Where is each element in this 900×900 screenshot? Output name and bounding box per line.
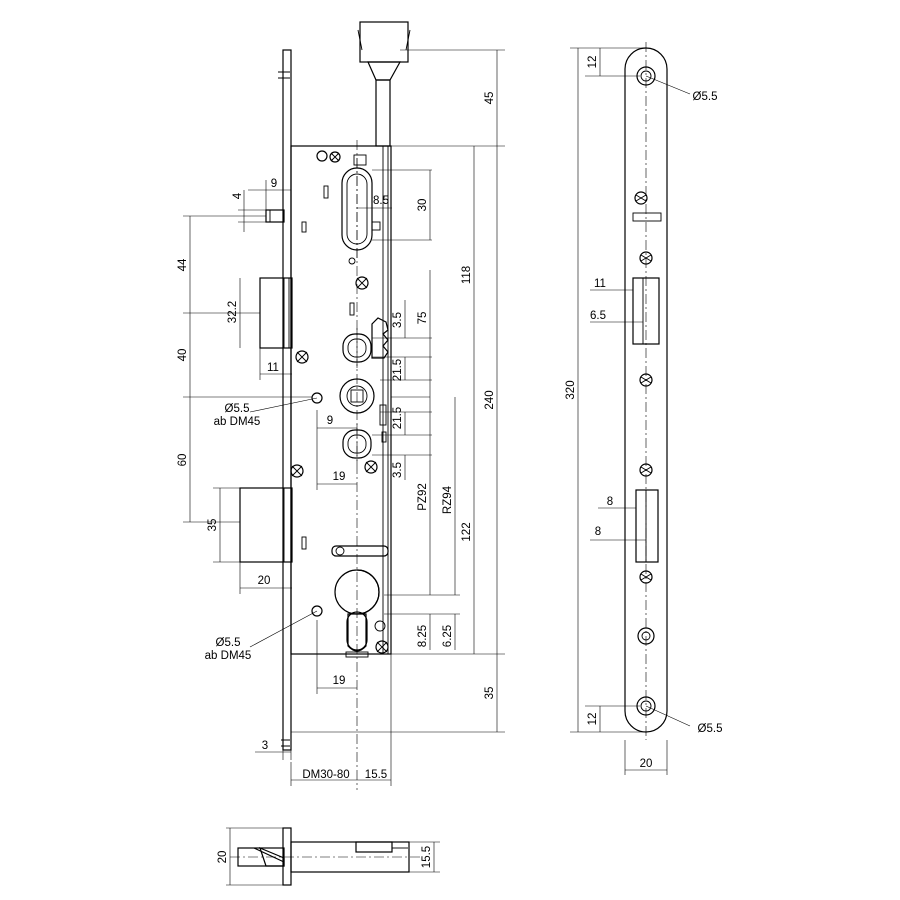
dim-11: 11 [267, 362, 279, 374]
dim-6-25: 6.25 [442, 625, 454, 647]
dim-pz92: PZ92 [417, 483, 429, 511]
hole-a-sublabel: ab DM45 [214, 416, 261, 428]
strike-latch-opening [632, 277, 660, 345]
dim-21-5-b: 21.5 [392, 407, 404, 429]
top-pin [265, 209, 285, 223]
strike-dim-11: 11 [594, 278, 606, 290]
strike-dim-8-b: 8 [595, 526, 601, 538]
dim-21-5-a: 21.5 [392, 359, 404, 381]
dim-32-2: 32.2 [227, 301, 239, 323]
top-rod-extension [357, 21, 411, 147]
strike-bolt-opening [635, 489, 659, 563]
strike-slot-small [632, 212, 662, 222]
strike-dim-12-bot: 12 [587, 713, 599, 726]
dim-19-mid: 19 [333, 471, 346, 483]
dim-35-left: 35 [207, 519, 219, 532]
bottom-section-view: 20 15.5 [217, 827, 440, 886]
dim-dm: DM30-80 [302, 769, 349, 781]
case-screws [290, 150, 389, 654]
lock-case [290, 145, 392, 655]
dim-8-5: 8.5 [373, 195, 389, 207]
strike-hole-top: Ø5.5 [693, 91, 718, 103]
dim-9-top: 9 [271, 178, 277, 190]
dim-3-5-b: 3.5 [392, 462, 404, 478]
dead-bolt [239, 487, 293, 563]
dim-3: 3 [262, 740, 268, 752]
bottom-dim-20: 20 [217, 851, 229, 864]
dim-rz94: RZ94 [442, 485, 454, 514]
strike-dim-320: 320 [565, 380, 577, 399]
strike-dim-20: 20 [640, 758, 653, 770]
dim-9-mid: 9 [327, 415, 333, 427]
dim-60: 60 [177, 454, 189, 467]
dim-40: 40 [177, 349, 189, 362]
lever-pin [331, 545, 389, 557]
dim-45: 45 [484, 92, 496, 105]
bottom-dim-15-5: 15.5 [421, 846, 433, 868]
dim-8-25: 8.25 [417, 625, 429, 647]
dim-20-left: 20 [258, 575, 271, 587]
strike-dim-12-top: 12 [587, 56, 599, 69]
dim-30: 30 [417, 199, 429, 212]
dim-122: 122 [461, 522, 473, 541]
latch-bolt [259, 277, 293, 349]
strike-hole-bot: Ø5.5 [698, 723, 723, 735]
latch-gear [371, 317, 389, 359]
dim-19-bot: 19 [333, 675, 346, 687]
case-small-details [301, 154, 387, 550]
dim-44: 44 [177, 258, 189, 271]
strike-dim-8-a: 8 [607, 496, 613, 508]
main-dimensions: 45 118 240 35 30 75 3.5 21.5 21.5 3.5 PZ… [177, 49, 505, 786]
dim-118: 118 [461, 266, 473, 284]
strike-dim-6-5: 6.5 [590, 310, 606, 322]
hole-a-label: Ø5.5 [225, 403, 250, 415]
dim-15-5: 15.5 [365, 769, 387, 781]
mounting-holes [311, 392, 323, 617]
strike-screws [634, 191, 653, 584]
hole-b-label: Ø5.5 [216, 637, 241, 649]
dim-240: 240 [484, 390, 496, 409]
dim-35-right: 35 [484, 687, 496, 700]
hole-b-sublabel: ab DM45 [205, 650, 252, 662]
faceplate-strip [282, 49, 292, 751]
strike-plate-view: 12 320 12 Ø5.5 Ø5.5 11 6.5 8 8 20 [565, 42, 722, 775]
dim-3-5-a: 3.5 [392, 312, 404, 328]
lock-body-view [239, 21, 411, 790]
dim-4: 4 [232, 192, 244, 199]
dim-75: 75 [417, 312, 429, 325]
